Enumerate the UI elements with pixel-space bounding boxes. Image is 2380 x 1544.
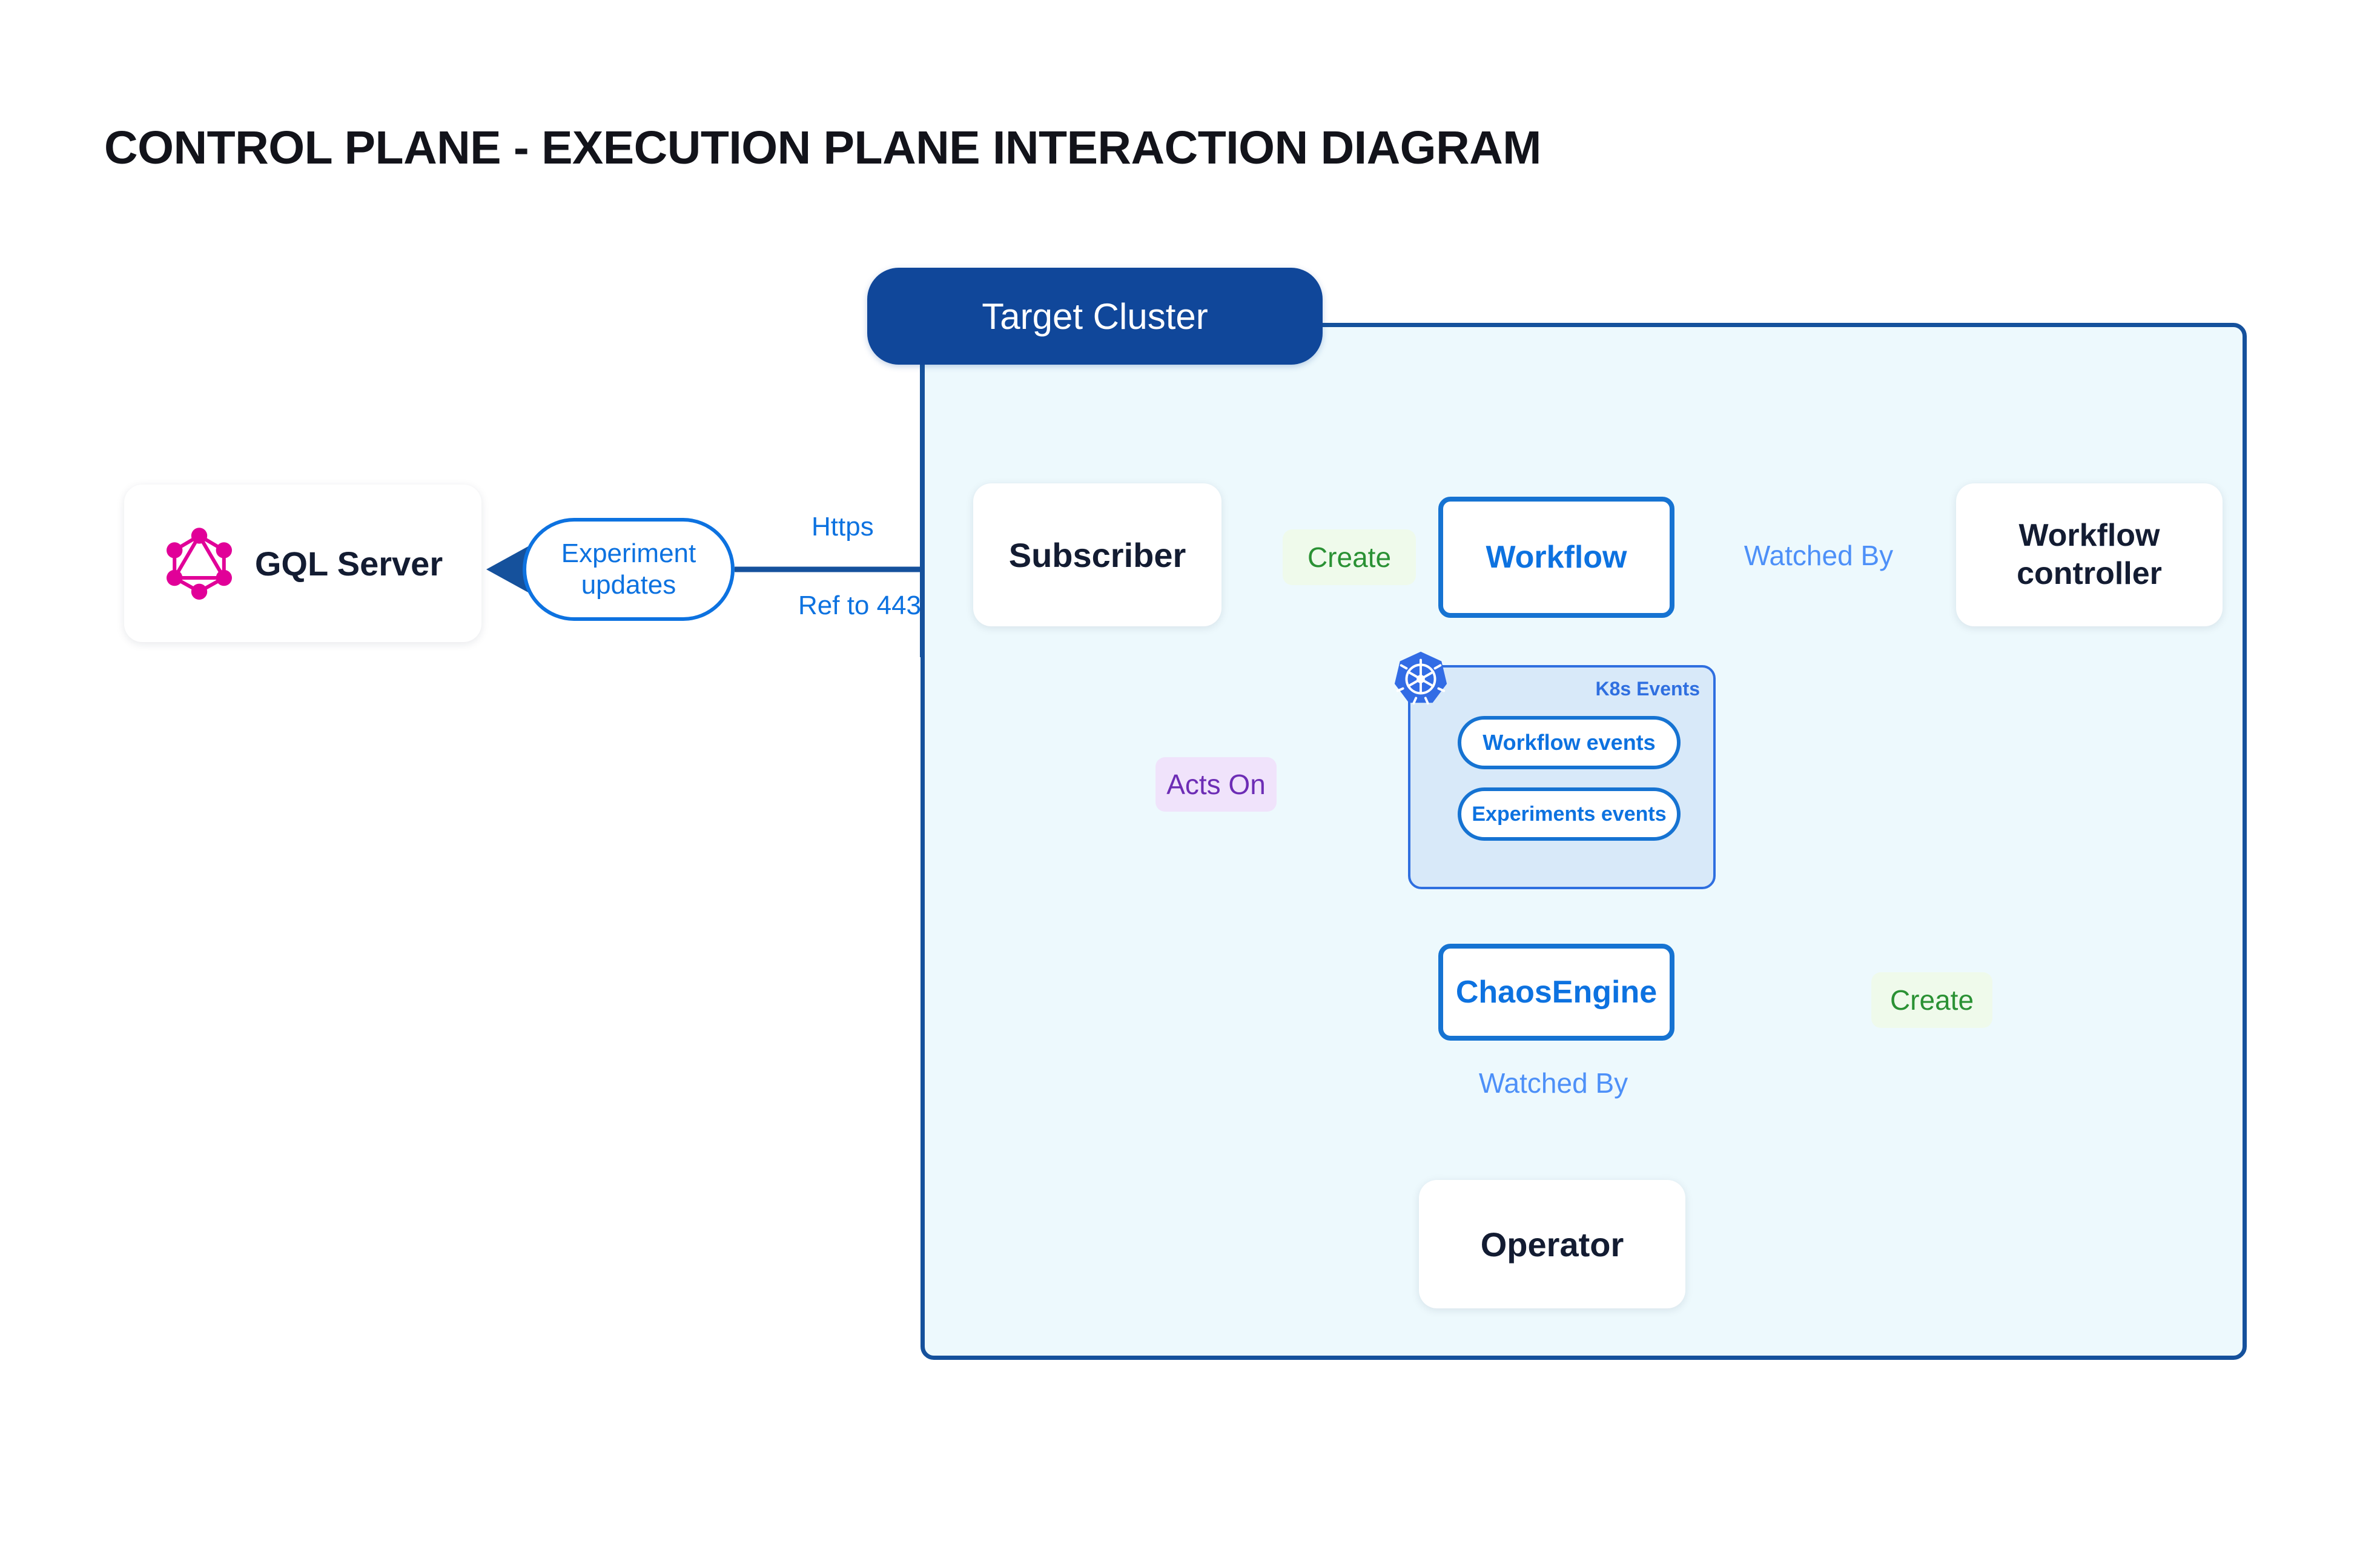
k8s-events-title: K8s Events	[1595, 678, 1700, 700]
edge-label-watched-by-operator: Watched By	[1478, 1067, 1628, 1099]
node-gql-server[interactable]: GQL Server	[124, 485, 481, 642]
edge-label-acts-on: Acts On	[1155, 757, 1277, 812]
edge-label-watched-by-workflow: Watched By	[1744, 540, 1894, 571]
node-chaosengine[interactable]: ChaosEngine	[1438, 944, 1674, 1041]
node-chaosengine-label: ChaosEngine	[1455, 975, 1658, 1010]
node-workflow[interactable]: Workflow	[1438, 497, 1674, 618]
node-workflow-controller-label-line2: controller	[2017, 556, 2162, 591]
page-title: CONTROL PLANE - EXECUTION PLANE INTERACT…	[104, 122, 1541, 174]
node-subscriber-label: Subscriber	[1008, 535, 1186, 574]
k8s-events-panel[interactable]: K8s Events Workflow events Experiments e…	[1394, 651, 1716, 889]
edge-label-experiment-updates: Experiment updates	[523, 518, 735, 621]
node-workflow-controller-label-line1: Workflow	[2018, 517, 2160, 553]
node-subscriber[interactable]: Subscriber	[973, 483, 1221, 626]
target-cluster-label: Target Cluster	[982, 296, 1208, 337]
k8s-pill-experiments-events[interactable]: Experiments events	[1458, 787, 1681, 841]
node-operator[interactable]: Operator	[1419, 1180, 1685, 1308]
edge-label-create-workflow: Create	[1283, 529, 1416, 585]
edge-label-experiment-updates-line2: updates	[581, 570, 676, 600]
node-workflow-controller[interactable]: Workflow controller	[1956, 483, 2223, 626]
edge-label-ref-to-443: Ref to 443	[798, 591, 922, 620]
node-gql-server-label: GQL Server	[254, 544, 443, 583]
target-cluster-title-pill[interactable]: Target Cluster	[867, 268, 1323, 365]
node-operator-label: Operator	[1480, 1225, 1624, 1264]
node-workflow-label: Workflow	[1486, 540, 1627, 575]
k8s-pill-workflow-events[interactable]: Workflow events	[1458, 716, 1681, 769]
graphql-icon	[163, 527, 236, 600]
edge-label-experiment-updates-line1: Experiment	[561, 538, 696, 569]
edge-label-https: Https	[812, 512, 874, 542]
k8s-pill-experiments-events-label: Experiments events	[1472, 802, 1667, 826]
kubernetes-icon	[1391, 649, 1450, 709]
edge-label-create-chaosengine: Create	[1871, 972, 1992, 1028]
k8s-pill-workflow-events-label: Workflow events	[1483, 730, 1656, 755]
